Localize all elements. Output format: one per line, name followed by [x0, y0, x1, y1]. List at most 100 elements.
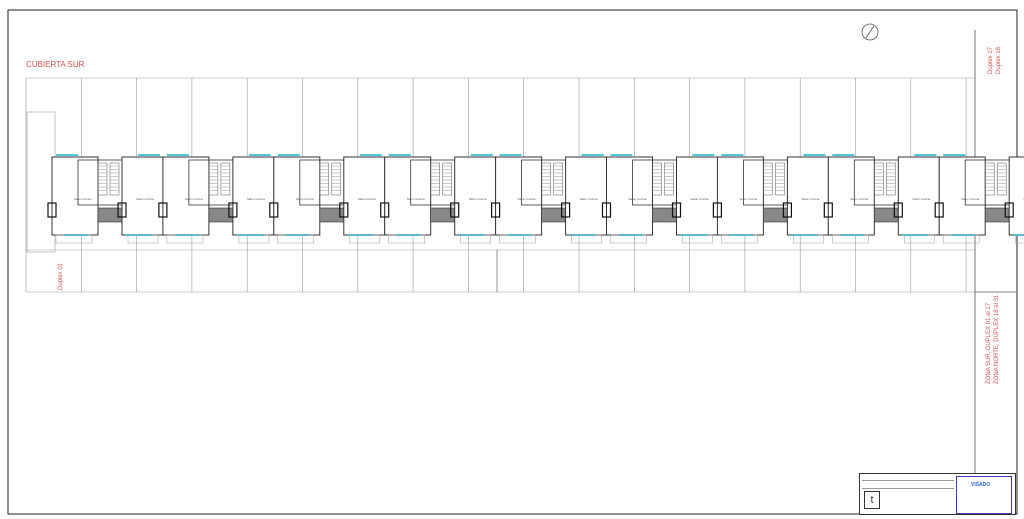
zone-north-label: ZONA NORTE, DUPLEX 18 al 31	[994, 294, 1000, 384]
duplex-unit	[565, 156, 608, 236]
room-label: Salon Cocina	[74, 197, 92, 201]
duplex-unit	[938, 156, 986, 236]
title-block-client-line	[862, 484, 954, 489]
terrace-outline	[832, 234, 869, 244]
visado-label: VISADO	[971, 482, 991, 488]
terrace-outline	[1014, 234, 1024, 244]
terrace-outline	[127, 234, 159, 244]
room-label: Salon Cocina	[247, 197, 265, 201]
kitchen-fixture	[893, 202, 903, 218]
stair	[984, 162, 995, 196]
terrace-outline	[55, 234, 93, 244]
kitchen-fixture	[269, 202, 279, 218]
kitchen-fixture	[158, 202, 168, 218]
terrace-outline	[682, 234, 713, 244]
kitchen-fixture	[339, 202, 349, 218]
stair	[664, 162, 674, 196]
stair	[97, 162, 108, 196]
terrace-outline	[610, 234, 647, 244]
stair	[331, 162, 342, 196]
stair	[886, 162, 896, 196]
stair	[763, 162, 773, 196]
zone-south-label: ZONA SUR, DUPLEX 01 al 17	[986, 302, 992, 384]
kitchen-fixture	[47, 202, 57, 218]
stair	[109, 162, 120, 196]
terrace-outline	[388, 234, 425, 244]
duplex-unit	[827, 156, 875, 236]
terrace-outline	[349, 234, 381, 244]
title-block: t VISADO	[859, 473, 1016, 515]
terrace-outline	[166, 234, 204, 244]
stair	[553, 162, 563, 196]
room-label: Salon Cocina	[407, 197, 425, 201]
room-label: Salon Cocina	[358, 197, 376, 201]
kitchen-fixture	[1004, 202, 1014, 218]
section-title: CUBIERTA SUR	[26, 60, 85, 69]
stair	[541, 162, 551, 196]
kitchen-fixture	[712, 202, 723, 218]
terrace-outline	[942, 234, 980, 244]
stair	[775, 162, 785, 196]
duplex-18-label: Duplex 18	[996, 46, 1002, 74]
kitchen-fixture	[823, 202, 833, 218]
kitchen-fixture	[671, 202, 682, 218]
terrace-outline	[238, 234, 270, 244]
duplex-unit	[384, 156, 432, 236]
duplex-unit	[606, 156, 653, 236]
room-label: Salon Cocina	[136, 197, 154, 201]
duplex-unit	[232, 156, 275, 236]
terrace-outline	[277, 234, 315, 244]
terrace-outline	[460, 234, 491, 244]
duplex-unit	[897, 156, 940, 236]
stair	[874, 162, 884, 196]
duplex-unit	[343, 156, 386, 236]
sheet-frame	[7, 9, 1018, 515]
title-block-project-line	[862, 476, 954, 481]
duplex-17-label: Duplex 17	[988, 46, 994, 74]
north-arrow-needle	[865, 25, 875, 39]
kitchen-fixture	[380, 202, 390, 218]
room-label: Salon Cocina	[580, 197, 598, 201]
terrace-outline	[571, 234, 602, 244]
room-label: Salon Cocina	[961, 197, 979, 201]
kitchen-fixture	[117, 202, 127, 218]
room-label: Salon Cocina	[801, 197, 819, 201]
terrace-outline	[499, 234, 536, 244]
room-label: Salon Cocina	[469, 197, 487, 201]
duplex-unit	[162, 156, 210, 236]
stair	[996, 162, 1007, 196]
room-label: Salon Cocina	[629, 197, 647, 201]
room-label: Salon Cocina	[296, 197, 314, 201]
room-label: Salon Cocina	[739, 197, 757, 201]
stair	[208, 162, 219, 196]
duplex-unit	[273, 156, 321, 236]
duplex-unit	[676, 156, 718, 236]
kitchen-fixture	[450, 202, 460, 218]
stair	[220, 162, 231, 196]
kitchen-fixture	[934, 202, 944, 218]
terrace-outline	[721, 234, 758, 244]
duplex-unit	[1008, 156, 1024, 236]
stair	[652, 162, 662, 196]
duplex-unit	[716, 156, 764, 236]
stair	[442, 162, 452, 196]
kitchen-fixture	[560, 202, 571, 218]
room-label: Salon Cocina	[691, 197, 709, 201]
left-end-block	[26, 111, 56, 253]
duplex-01-label: Duplex 01	[58, 262, 64, 290]
room-label: Salon Cocina	[912, 197, 930, 201]
kitchen-fixture	[601, 202, 612, 218]
visado-stamp: VISADO	[956, 476, 1012, 514]
duplex-unit	[51, 156, 99, 236]
room-label: Salon Cocina	[185, 197, 203, 201]
kitchen-fixture	[491, 202, 501, 218]
duplex-unit	[495, 156, 543, 236]
duplex-unit	[454, 156, 497, 236]
terrace-outline	[904, 234, 935, 244]
studio-logo: t	[864, 491, 880, 509]
terrace-outline	[793, 234, 824, 244]
duplex-unit	[121, 156, 164, 236]
stair	[319, 162, 330, 196]
duplex-unit	[786, 156, 829, 236]
